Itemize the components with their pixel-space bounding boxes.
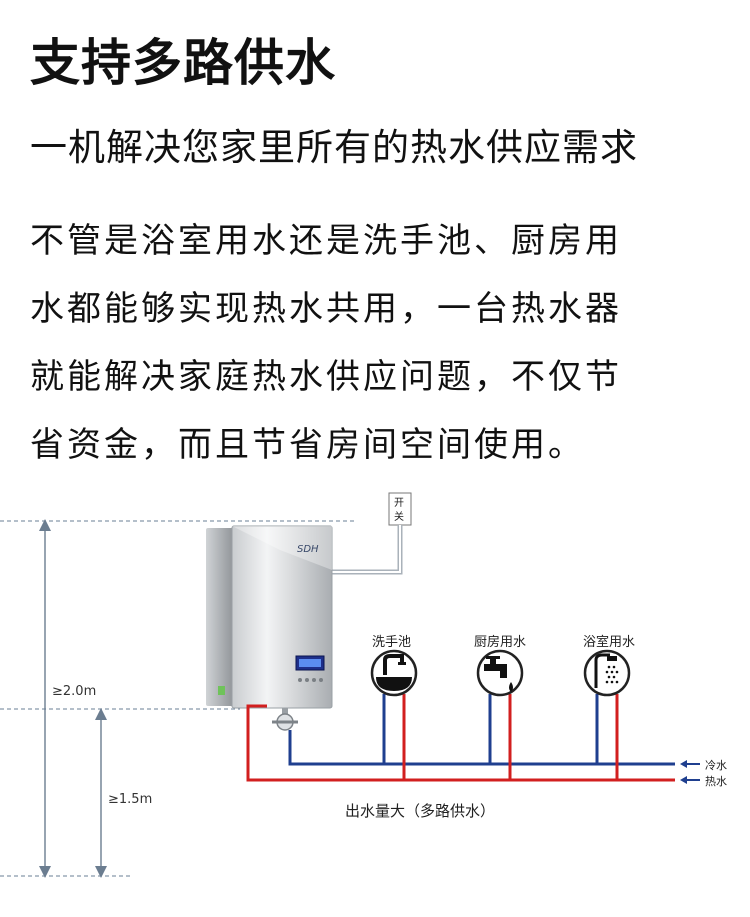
height-arrow-low: [95, 708, 107, 878]
heater-indicator-light: [218, 686, 225, 695]
shower-head-icon: [583, 649, 631, 697]
hot-water-main-pipe: [246, 704, 675, 782]
heater-brand-logo: SDH: [297, 544, 319, 555]
height-label-low: ≥1.5m: [108, 792, 152, 807]
page-subtitle: 一机解决您家里所有的热水供应需求: [30, 126, 638, 169]
outlet-label-sink: 洗手池: [372, 635, 411, 650]
paragraph-line: 水都能够实现热水共用，一台热水器: [30, 289, 622, 329]
height-label-high: ≥2.0m: [52, 684, 96, 699]
diagram-caption: 出水量大（多路供水）: [345, 802, 495, 820]
installation-diagram: ≥2.0m ≥1.5m 开 关 SDH 洗手池: [0, 492, 727, 878]
legend-hot-water: 热水: [680, 775, 727, 788]
paragraph-line: 不管是浴室用水还是洗手池、厨房用: [30, 221, 622, 261]
power-wire: [330, 525, 403, 575]
cold-water-main-pipe: [288, 730, 675, 766]
description-paragraph: 不管是浴室用水还是洗手池、厨房用 水都能够实现热水共用，一台热水器 就能解决家庭…: [30, 207, 730, 479]
height-arrow-high: [39, 519, 51, 878]
page-headline: 支持多路供水: [30, 34, 336, 92]
switch-label-top: 开: [394, 498, 404, 509]
inlet-valve: [272, 708, 298, 731]
legend-cold-water: 冷水: [680, 759, 727, 772]
sink-faucet-icon: [370, 649, 418, 697]
outlet-label-kitchen: 厨房用水: [474, 634, 526, 650]
switch-label-bottom: 关: [394, 510, 404, 523]
legend-hot-label: 热水: [705, 775, 727, 788]
kitchen-tap-icon: [476, 649, 524, 697]
legend-cold-label: 冷水: [705, 759, 727, 772]
paragraph-line: 省资金，而且节省房间空间使用。: [30, 425, 585, 465]
paragraph-line: 就能解决家庭热水供应问题，不仅节: [30, 357, 622, 397]
water-heater-unit: SDH: [206, 525, 333, 709]
outlet-label-bathroom: 浴室用水: [583, 634, 635, 650]
